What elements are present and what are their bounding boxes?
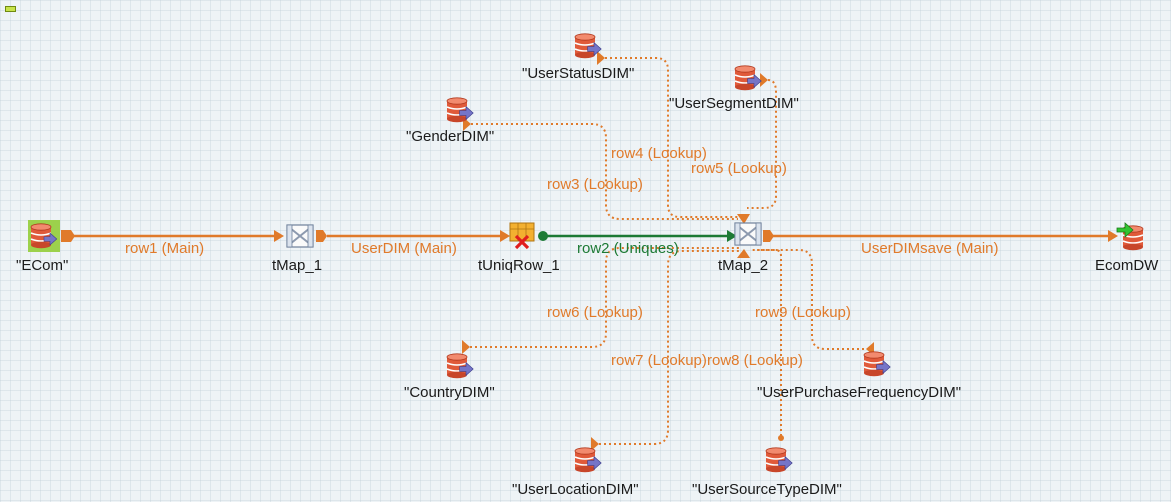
link-userdimsave-arrowhead: [1108, 230, 1118, 242]
link-row9-label[interactable]: row9 (Lookup): [755, 304, 851, 321]
link-row8-label[interactable]: row8 (Lookup): [707, 352, 803, 369]
component-ecom-label[interactable]: "ECom": [16, 257, 69, 274]
link-row1-arrowhead: [274, 230, 284, 242]
link-row3-label[interactable]: row3 (Lookup): [547, 176, 643, 193]
link-row8[interactable]: [752, 249, 782, 436]
component-tuniqrow1-label[interactable]: tUniqRow_1: [478, 257, 560, 274]
component-userpurchase-label[interactable]: "UserPurchaseFrequencyDIM": [757, 384, 962, 401]
link-row9[interactable]: [757, 249, 874, 350]
lookup-start-row4: [597, 51, 605, 65]
link-row5[interactable]: [747, 79, 777, 209]
lookup-arrowhead-top: [737, 214, 750, 224]
component-country-label[interactable]: "CountryDIM": [404, 384, 495, 401]
link-row6-label[interactable]: row6 (Lookup): [547, 304, 643, 321]
component-userstatus-label[interactable]: "UserStatusDIM": [522, 65, 635, 82]
canvas-corner-marker: [5, 6, 16, 12]
component-tuniqrow1-icon[interactable]: [509, 222, 535, 250]
link-row7-label[interactable]: row7 (Lookup): [611, 352, 707, 369]
ecom-output-port[interactable]: [61, 230, 75, 242]
link-row4[interactable]: [605, 57, 739, 218]
link-userdim-label[interactable]: UserDIM (Main): [351, 240, 457, 257]
component-userpurchase-icon[interactable]: [863, 350, 891, 378]
tuniqrow1-output-port[interactable]: [538, 231, 548, 241]
lookup-start-row5: [760, 73, 768, 87]
component-tmap2-icon[interactable]: [734, 222, 762, 246]
component-ecomdw-label[interactable]: EcomDW: [1095, 257, 1159, 274]
link-userdim-arrowhead: [500, 230, 510, 242]
link-row2-arrowhead: [727, 230, 737, 242]
link-row5-label[interactable]: row5 (Lookup): [691, 160, 787, 177]
component-tmap2-label[interactable]: tMap_2: [718, 257, 769, 274]
component-ecom-icon[interactable]: [28, 220, 60, 252]
link-userdimsave-label[interactable]: UserDIMsave (Main): [861, 240, 999, 257]
component-gender-label[interactable]: "GenderDIM": [406, 128, 495, 145]
link-row3[interactable]: [471, 123, 738, 220]
component-usersource-icon[interactable]: [765, 446, 793, 474]
lookup-start-row8: [778, 435, 784, 441]
component-tmap1-label[interactable]: tMap_1: [272, 257, 323, 274]
lookup-start-row7: [591, 437, 599, 451]
component-ecomdw-icon[interactable]: [1116, 222, 1144, 251]
link-row2-label[interactable]: row2 (Uniques): [577, 240, 679, 257]
tmap1-output-port[interactable]: [316, 230, 327, 242]
component-usersource-label[interactable]: "UserSourceTypeDIM": [692, 481, 842, 498]
link-row7[interactable]: [599, 250, 741, 445]
component-gender-icon[interactable]: [446, 97, 474, 124]
tmap2-output-port[interactable]: [763, 230, 774, 242]
link-row6[interactable]: [470, 247, 740, 348]
component-tmap1-icon[interactable]: [286, 224, 314, 248]
link-row1-label[interactable]: row1 (Main): [125, 240, 205, 257]
lookup-start-row6: [462, 340, 470, 354]
component-country-icon[interactable]: [446, 352, 474, 380]
component-userlocation-icon[interactable]: [574, 446, 602, 474]
component-usersegment-label[interactable]: "UserSegmentDIM": [669, 95, 799, 112]
lookup-arrowhead-bottom: [737, 249, 750, 258]
component-usersegment-icon[interactable]: [734, 65, 762, 92]
component-userlocation-label[interactable]: "UserLocationDIM": [512, 481, 639, 498]
link-row4-label[interactable]: row4 (Lookup): [611, 145, 707, 162]
